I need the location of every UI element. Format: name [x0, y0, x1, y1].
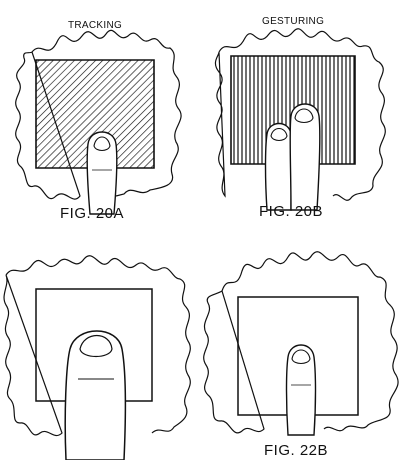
fingernail: [80, 336, 112, 357]
finger-large: [65, 331, 125, 460]
mode-label-tracking: TRACKING: [68, 20, 123, 31]
figure-22b: FIG. 22B: [200, 235, 414, 460]
aura-outline: [215, 29, 385, 201]
figure-20b: GESTURING FIG. 20B: [205, 0, 414, 230]
caption-fig-20b: FIG. 20B: [259, 203, 324, 220]
figure-20a: TRACKING FIG. 20A: [0, 0, 210, 230]
figure-21: [0, 245, 210, 460]
caption-fig-20a: FIG. 20A: [60, 205, 125, 222]
finger-right: [290, 104, 320, 210]
aura-outline: [204, 252, 398, 433]
diagram-21: [0, 245, 210, 460]
finger-left: [266, 124, 292, 211]
diagram-20a: [0, 0, 210, 230]
diagram-22b: [200, 235, 414, 460]
finger: [87, 132, 117, 214]
finger: [287, 345, 316, 435]
caption-fig-22b: FIG. 22B: [264, 442, 329, 459]
aura-outline: [16, 30, 181, 199]
fingernail: [292, 350, 310, 364]
diagram-20b: [205, 0, 414, 230]
aura-outline: [4, 256, 190, 436]
fingernail: [94, 137, 110, 151]
mode-label-gesturing: GESTURING: [262, 16, 325, 27]
